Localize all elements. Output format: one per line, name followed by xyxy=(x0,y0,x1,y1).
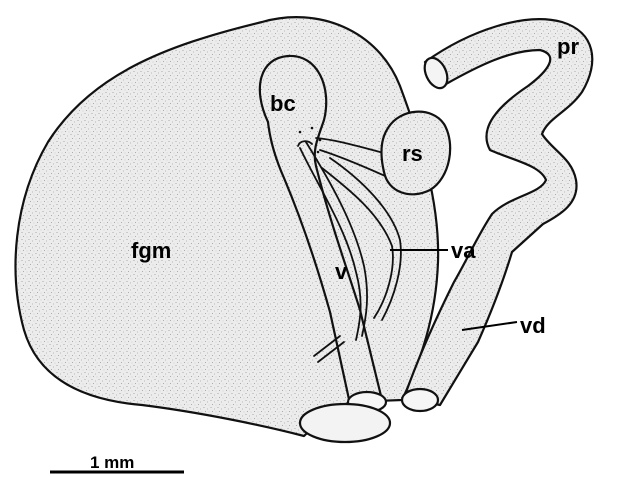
label-fgm: fgm xyxy=(131,238,171,263)
vas-deferens-cut-end xyxy=(402,389,438,411)
tiny-dot-3 xyxy=(319,139,322,142)
genital-atrium xyxy=(300,404,390,442)
label-pr: pr xyxy=(557,34,579,59)
tiny-dot-1 xyxy=(299,131,302,134)
scale-bar-label: 1 mm xyxy=(90,453,134,472)
label-vd: vd xyxy=(520,313,546,338)
tiny-dot-2 xyxy=(311,127,314,130)
label-rs: rs xyxy=(402,141,423,166)
label-bc: bc xyxy=(270,91,296,116)
tiny-dot-4 xyxy=(317,151,320,154)
label-v: v xyxy=(335,259,348,284)
label-va: va xyxy=(451,238,476,263)
